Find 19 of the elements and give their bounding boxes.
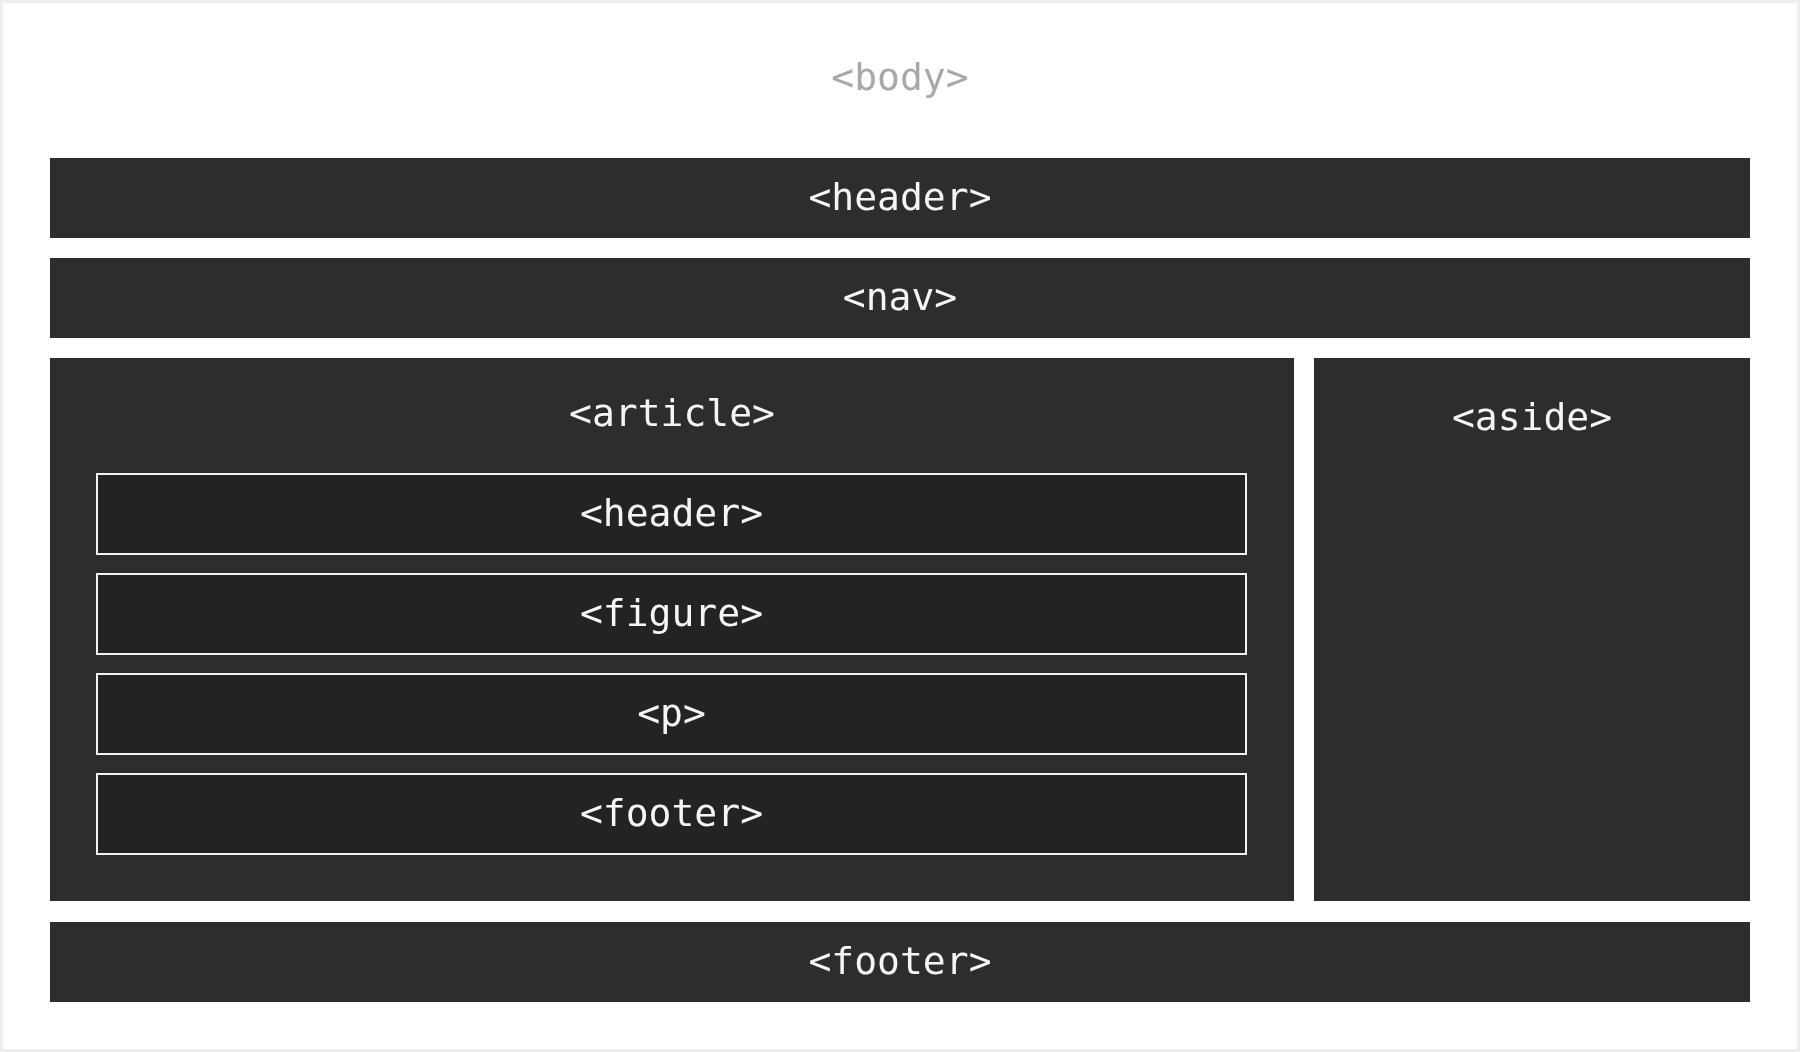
tag-label: <aside> [1451,395,1613,441]
tag-label: <header> [808,175,992,221]
nested-block [96,673,1247,755]
tag-label: <header> [580,491,763,537]
tag-label: <figure> [580,591,763,637]
nested-block [96,573,1247,655]
layout-block [50,358,1294,901]
tag-label: <footer> [580,791,763,837]
nested-block [96,473,1247,555]
tag-label: <body> [831,55,969,101]
layout-block [1314,358,1750,901]
tag-label: <article> [569,391,775,437]
tag-label: <footer> [808,939,992,985]
layout-block [50,922,1750,1002]
layout-block [50,258,1750,338]
layout-block [50,158,1750,238]
nested-block [96,773,1247,855]
tag-label: <nav> [842,275,958,321]
tag-label: <p> [637,691,706,737]
